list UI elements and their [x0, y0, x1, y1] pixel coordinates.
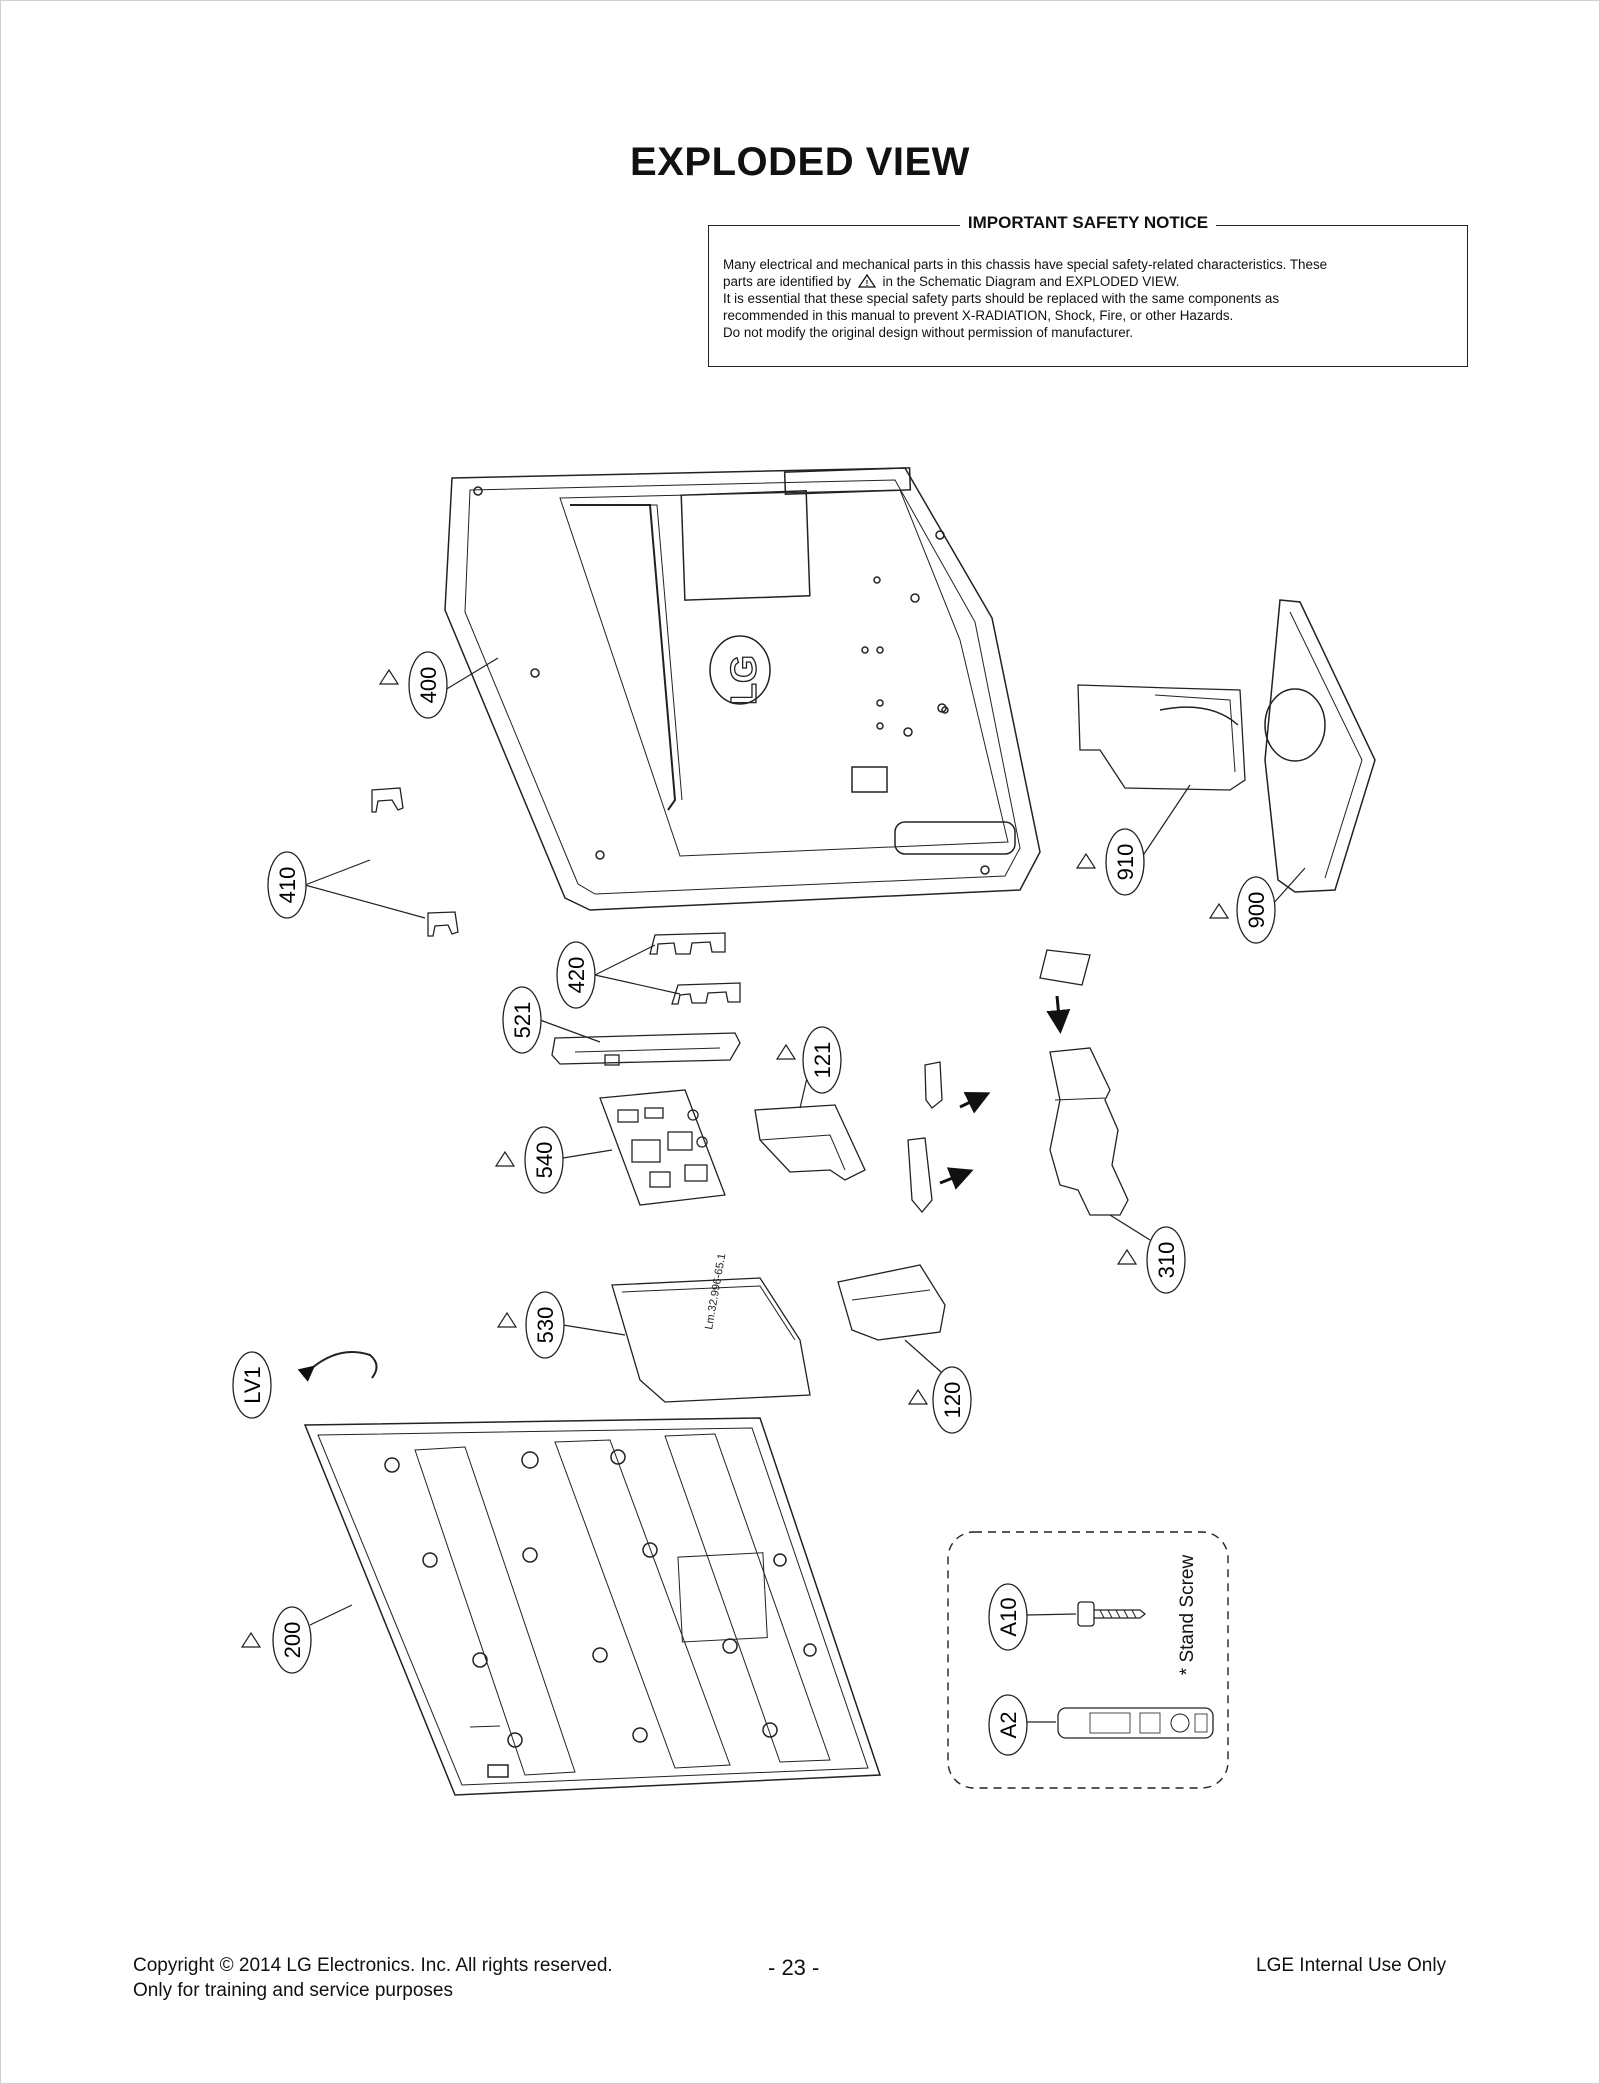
- bracket-part-410: [371, 787, 459, 937]
- footer-copyright: Copyright © 2014 LG Electronics. Inc. Al…: [133, 1955, 613, 1976]
- panel-module-part-200: [303, 1417, 882, 1796]
- callout-310: 310: [1109, 1214, 1186, 1294]
- bracket-part-420: [649, 932, 741, 1005]
- part-number-420: 420: [564, 957, 589, 994]
- warning-triangle-icon: [378, 668, 400, 685]
- stand-screw-part-a10: [1077, 1601, 1147, 1627]
- callout-420: 420: [556, 941, 681, 1009]
- safety-notice-heading: IMPORTANT SAFETY NOTICE: [959, 213, 1217, 232]
- part-number-a2: A2: [996, 1712, 1021, 1739]
- warning-triangle-icon: [494, 1150, 516, 1167]
- page-title: EXPLODED VIEW: [630, 140, 970, 184]
- part-number-900: 900: [1244, 892, 1269, 929]
- notice-line-3: It is essential that these special safet…: [723, 291, 1280, 306]
- warning-triangle-icon: [1075, 852, 1097, 869]
- part-number-a10: A10: [996, 1597, 1021, 1636]
- stand-base-part-900: [1264, 599, 1376, 893]
- lg-logo-mark: LG: [723, 655, 764, 705]
- power-board-part-530: Lm.32.996-65.1: [611, 1253, 811, 1403]
- part-number-121: 121: [810, 1042, 835, 1079]
- warning-triangle-icon: !: [857, 273, 876, 288]
- part-number-120: 120: [940, 1382, 965, 1419]
- page-number: - 23 -: [768, 1955, 820, 1980]
- notice-line-5: Do not modify the original design withou…: [723, 325, 1134, 340]
- lv1-rotation-arrow: [297, 1351, 378, 1382]
- part-number-410: 410: [275, 867, 300, 904]
- svg-text:!: !: [865, 279, 868, 288]
- bracket-part-310: [1049, 1047, 1129, 1216]
- part-number-521: 521: [510, 1002, 535, 1039]
- part-number-200: 200: [280, 1622, 305, 1659]
- stand-body-part-910: [1077, 684, 1246, 791]
- callout-910: 910: [1075, 784, 1191, 896]
- warning-triangle-icon: [496, 1311, 518, 1328]
- safety-notice-box: IMPORTANT SAFETY NOTICE Many electrical …: [708, 213, 1468, 367]
- notice-line-2a: parts are identified by: [723, 274, 852, 289]
- small-parts-group: [907, 949, 1091, 1214]
- callout-540: 540: [494, 1126, 613, 1194]
- callout-120: 120: [904, 1339, 972, 1434]
- callout-521: 521: [502, 986, 601, 1054]
- callout-200: 200: [240, 1604, 353, 1674]
- warning-triangle-icon: [1208, 902, 1230, 919]
- callout-900: 900: [1208, 867, 1306, 944]
- svg-text:Lm.32.996-65.1: Lm.32.996-65.1: [703, 1253, 728, 1331]
- callout-400: 400: [378, 651, 499, 719]
- part-number-910: 910: [1113, 844, 1138, 881]
- warning-triangle-icon: [775, 1043, 797, 1060]
- notice-line-2b: in the Schematic Diagram and EXPLODED VI…: [882, 274, 1180, 289]
- warning-triangle-icon: [907, 1388, 929, 1405]
- part-number-540: 540: [532, 1142, 557, 1179]
- safety-notice-heading-wrap: IMPORTANT SAFETY NOTICE: [709, 213, 1467, 233]
- main-board-part-540: [599, 1089, 726, 1206]
- accessories-box: [947, 1531, 1229, 1789]
- part-number-530: 530: [533, 1307, 558, 1344]
- notice-line-1: Many electrical and mechanical parts in …: [723, 257, 1328, 272]
- callout-lv1: LV1: [232, 1351, 272, 1419]
- callout-a2: A2: [988, 1694, 1056, 1756]
- part-number-lv1: LV1: [240, 1366, 265, 1404]
- direction-arrows: [939, 995, 1071, 1190]
- notice-line-4: recommended in this manual to prevent X-…: [723, 308, 1234, 323]
- warning-triangle-icon: [240, 1631, 262, 1648]
- notice-line-2: parts are identified by ! in the Schemat…: [723, 273, 1453, 290]
- footer-internal-use: LGE Internal Use Only: [1256, 1955, 1447, 1976]
- part-number-310: 310: [1154, 1242, 1179, 1279]
- back-cover-part-400: [444, 467, 1041, 911]
- safety-notice-body: Many electrical and mechanical parts in …: [723, 256, 1453, 341]
- footer-training-note: Only for training and service purposes: [133, 1980, 453, 2001]
- bracket-part-121: [754, 1104, 866, 1181]
- callout-a10: A10: [988, 1583, 1077, 1651]
- part-number-400: 400: [416, 667, 441, 704]
- bracket-part-120: [837, 1264, 946, 1341]
- callout-530: 530: [496, 1291, 626, 1359]
- warning-triangle-icon: [1116, 1248, 1138, 1265]
- callout-410: 410: [267, 851, 426, 919]
- callout-121: 121: [775, 1026, 842, 1109]
- bracket-part-521: [551, 1032, 741, 1066]
- remote-control-part-a2: [1057, 1707, 1214, 1739]
- stand-screw-label: * Stand Screw: [1177, 1555, 1198, 1676]
